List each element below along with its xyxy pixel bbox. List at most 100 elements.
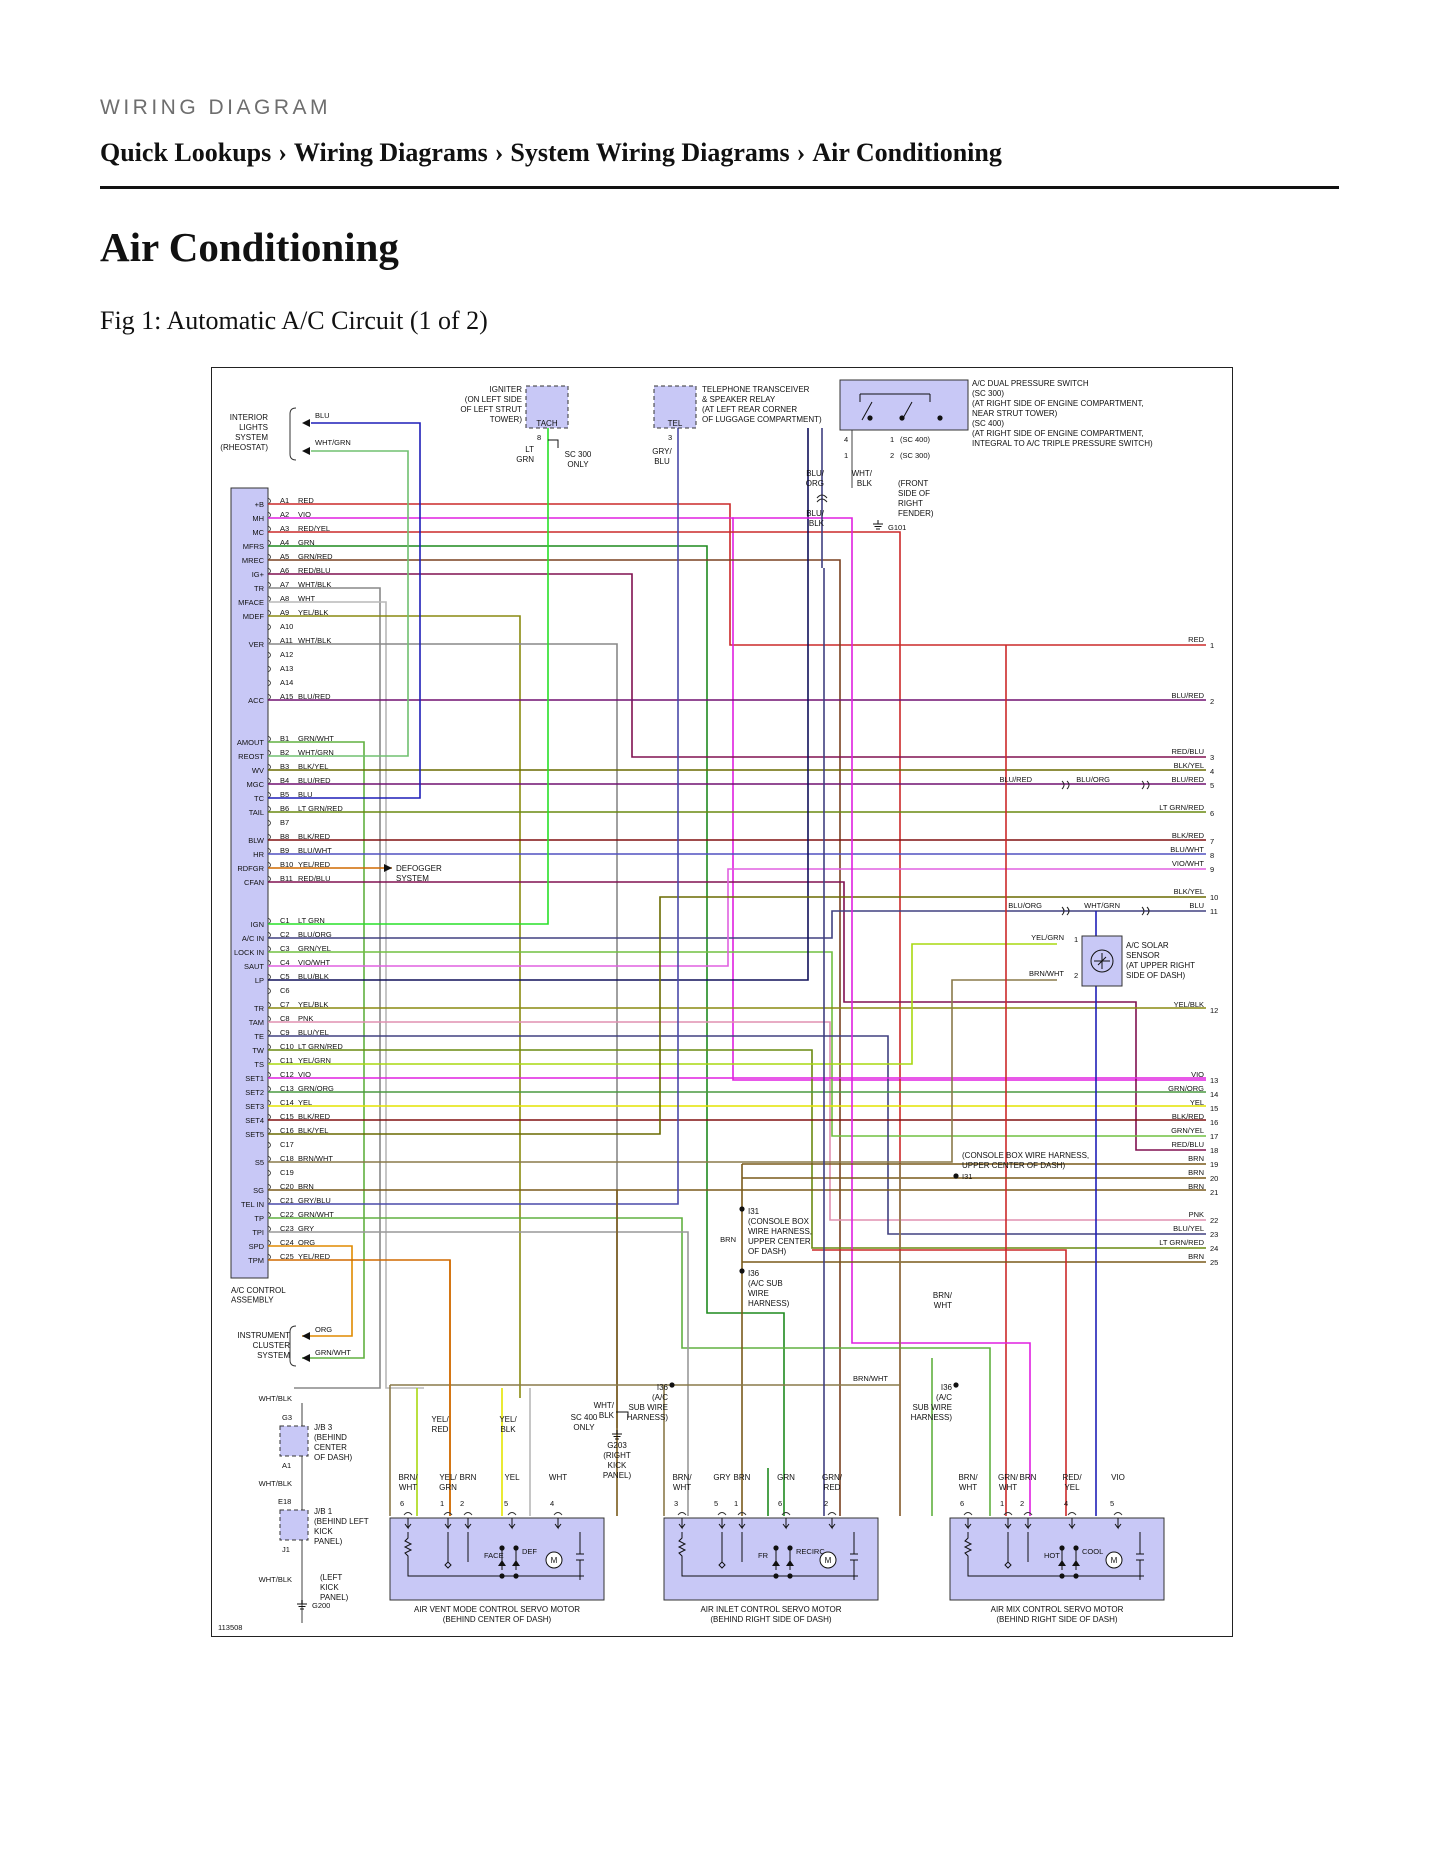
module-pin-wire-label: BLU bbox=[298, 790, 313, 799]
module-pin-terminal bbox=[267, 623, 271, 631]
console-box-label: (CONSOLE BOX WIRE HARNESS, bbox=[962, 1151, 1089, 1160]
output-wire-label: BLU/RED bbox=[1171, 775, 1204, 784]
air-mix-servo-motor-pin-terminal bbox=[1113, 1512, 1123, 1516]
output-wire-label: RED bbox=[1188, 635, 1204, 644]
module-pin-wire-label: BLK/RED bbox=[298, 832, 331, 841]
splice-i31-right bbox=[953, 1173, 959, 1179]
telephone-label: OF LUGGAGE COMPARTMENT) bbox=[702, 415, 822, 424]
breadcrumb-wiring-diagrams[interactable]: Wiring Diagrams bbox=[293, 138, 488, 167]
module-pin-function: SET1 bbox=[245, 1074, 264, 1083]
jb1-box bbox=[279, 1509, 309, 1541]
output-wire-label: BLK/RED bbox=[1172, 831, 1205, 840]
air-inlet-servo-motor-switch-label-2: RECIRC bbox=[796, 1547, 825, 1556]
instrument-cluster-label: SYSTEM bbox=[257, 1351, 290, 1360]
module-pin-wire-label: YEL/RED bbox=[298, 1252, 331, 1261]
header-rule bbox=[100, 186, 1339, 189]
i36-left-label: (A/C bbox=[652, 1393, 668, 1402]
tel-wire-label: BLU bbox=[654, 457, 670, 466]
module-pin-id: A7 bbox=[280, 580, 289, 589]
igniter-label: (ON LEFT SIDE bbox=[465, 395, 522, 404]
left-kick-label: PANEL) bbox=[320, 1593, 349, 1602]
air-inlet-servo-motor-pin-terminal bbox=[827, 1512, 837, 1516]
air-inlet-servo-motor-pin-terminal bbox=[737, 1512, 747, 1516]
i31-center-label: I31 bbox=[748, 1207, 760, 1216]
air-inlet-servo-motor-pin-number: 2 bbox=[824, 1499, 828, 1508]
g203-label: (RIGHT bbox=[603, 1451, 631, 1460]
module-pin-id: C13 bbox=[280, 1084, 294, 1093]
output-wire-label: BLK/RED bbox=[1172, 1112, 1205, 1121]
module-pin-function: SET3 bbox=[245, 1102, 264, 1111]
solar-sensor-element bbox=[1090, 949, 1114, 973]
module-pin-function: TS bbox=[254, 1060, 264, 1069]
module-pin-wire-label: GRN/ORG bbox=[298, 1084, 334, 1093]
output-number: 6 bbox=[1210, 809, 1214, 818]
module-pin-id: C19 bbox=[280, 1168, 294, 1177]
air-mix-servo-motor-pin-number: 1 bbox=[1000, 1499, 1004, 1508]
igniter-label: IGNITER bbox=[490, 385, 523, 394]
module-pin-id: C21 bbox=[280, 1196, 294, 1205]
module-pin-wire-label: BLK/YEL bbox=[298, 762, 328, 771]
splice-i36-left bbox=[669, 1382, 675, 1388]
air-inlet-servo-motor-pin-arrow bbox=[828, 1518, 836, 1530]
wire-ps-bluorg bbox=[821, 428, 825, 1516]
air-inlet-servo-motor-pin-number: 1 bbox=[734, 1499, 738, 1508]
wire-c10 bbox=[268, 1049, 1206, 1249]
air-inlet-servo-motor-pin-arrow bbox=[738, 1518, 746, 1530]
g101-ground bbox=[873, 520, 883, 530]
air-vent-mode-servo-motor-pin-terminal bbox=[507, 1512, 517, 1516]
connector-break bbox=[1141, 780, 1150, 790]
module-pin-id: C14 bbox=[280, 1098, 294, 1107]
module-pin-terminal bbox=[267, 819, 271, 827]
jb3-label: (BEHIND bbox=[314, 1433, 347, 1442]
tel-pin: 3 bbox=[668, 433, 672, 442]
interior-lights-arrow-blu bbox=[302, 419, 310, 427]
output-number: 21 bbox=[1210, 1188, 1218, 1197]
solar-yelgrn-label: YEL/GRN bbox=[1031, 933, 1064, 942]
jb-whtblk-label-3: WHT/BLK bbox=[259, 1575, 292, 1584]
air-mix-servo-motor-motor-m-label: M bbox=[1111, 1556, 1118, 1565]
air-vent-mode-servo-motor-pin-terminal bbox=[443, 1512, 453, 1516]
air-vent-mode-servo-motor-caption: (BEHIND CENTER OF DASH) bbox=[443, 1615, 552, 1624]
ps-whtblk-label: BLK bbox=[857, 479, 873, 488]
module-pin-wire-label: GRN/WHT bbox=[298, 734, 334, 743]
output-number: 23 bbox=[1210, 1230, 1218, 1239]
air-inlet-servo-motor-pin-wire-label: GRY bbox=[713, 1473, 731, 1482]
air-mix-servo-motor-pin-terminal bbox=[1023, 1512, 1033, 1516]
module-pin-function: RDFGR bbox=[237, 864, 264, 873]
output-number: 14 bbox=[1210, 1090, 1218, 1099]
pressure-switch-label: (SC 300) bbox=[972, 389, 1004, 398]
ic-arrow-org bbox=[302, 1332, 310, 1340]
module-pin-id: A1 bbox=[280, 496, 289, 505]
module-pin-function: TC bbox=[254, 794, 265, 803]
interior-lights-label: LIGHTS bbox=[239, 423, 268, 432]
air-inlet-servo-motor-pin-number: 3 bbox=[674, 1499, 678, 1508]
output-wire-label: LT GRN/RED bbox=[1159, 1238, 1204, 1247]
jb1-label: KICK bbox=[314, 1527, 333, 1536]
module-pin-wire-label: GRY/BLU bbox=[298, 1196, 331, 1205]
module-pin-wire-label: RED/BLU bbox=[298, 874, 331, 883]
module-pin-wire-label: RED/YEL bbox=[298, 524, 330, 533]
console-box-label: UPPER CENTER OF DASH) bbox=[962, 1161, 1065, 1170]
module-pin-function: LP bbox=[255, 976, 264, 985]
module-pin-wire-label: BLK/YEL bbox=[298, 1126, 328, 1135]
module-pin-function: MDEF bbox=[243, 612, 265, 621]
module-pin-id: C3 bbox=[280, 944, 290, 953]
wire-a11 bbox=[268, 643, 618, 1428]
g203-label: G203 bbox=[607, 1441, 627, 1450]
air-mix-servo-motor-caption: (BEHIND RIGHT SIDE OF DASH) bbox=[996, 1615, 1118, 1624]
air-mix-servo-motor-pin-arrow bbox=[1114, 1518, 1122, 1530]
module-pin-function: ACC bbox=[248, 696, 264, 705]
module-pin-wire-label: BLK/RED bbox=[298, 1112, 331, 1121]
tach-wire-label: LT bbox=[525, 445, 534, 454]
output-wire-label: YEL/BLK bbox=[1174, 1000, 1204, 1009]
breadcrumb-quick-lookups[interactable]: Quick Lookups bbox=[100, 138, 272, 167]
ac-dual-pressure-switch-box bbox=[839, 379, 969, 431]
air-vent-mode-servo-motor-wiper bbox=[444, 1532, 469, 1569]
output-number: 5 bbox=[1210, 781, 1214, 790]
air-mix-servo-motor-wiper bbox=[1004, 1532, 1029, 1569]
breadcrumb-system-wiring-diagrams[interactable]: System Wiring Diagrams bbox=[510, 138, 790, 167]
module-pin-id: C25 bbox=[280, 1252, 294, 1261]
tach-label: TACH bbox=[536, 419, 557, 428]
module-pin-wire-label: YEL/GRN bbox=[298, 1056, 331, 1065]
